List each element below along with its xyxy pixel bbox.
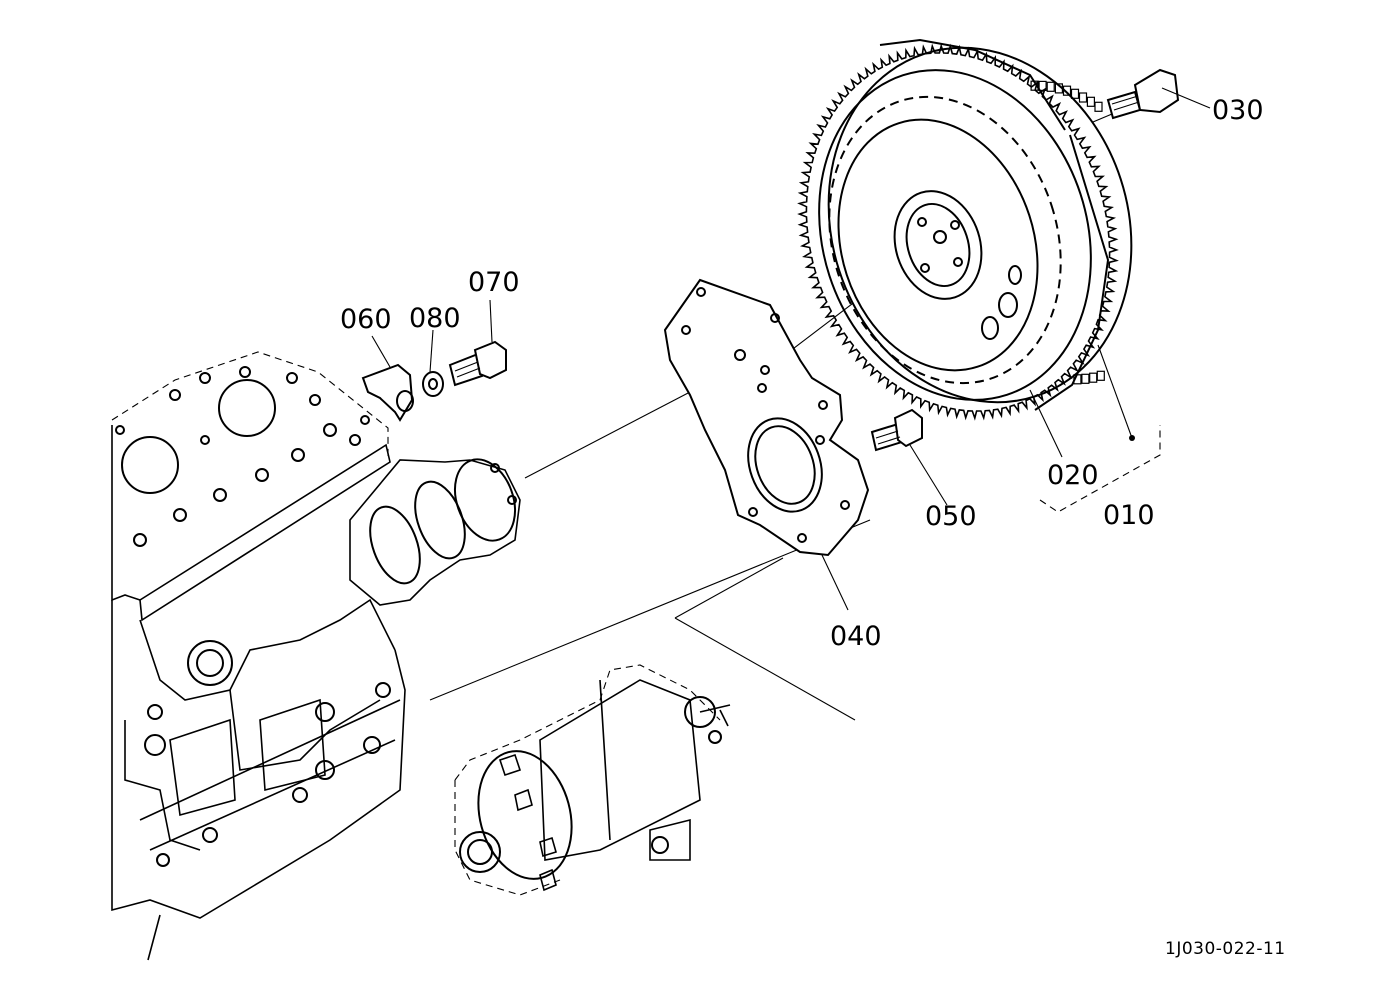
- figure-code: 1J030-022-11: [1165, 939, 1286, 959]
- callout-050: 050: [925, 501, 977, 532]
- leader-lines: [821, 389, 1161, 611]
- bolt-030: [1106, 68, 1211, 120]
- gear-slot: [1038, 80, 1047, 92]
- callout-040: 040: [830, 621, 882, 652]
- bracket-060: [361, 335, 414, 422]
- gear-slot: [1030, 80, 1039, 91]
- flywheel-010: [818, 38, 1135, 441]
- gear-slot: [1073, 374, 1082, 385]
- callout-080: 080: [409, 303, 461, 334]
- gear-slot: [1086, 96, 1096, 107]
- callout-030: 030: [1212, 95, 1264, 126]
- callout-070: 070: [468, 267, 520, 298]
- gear-slot: [1089, 372, 1098, 383]
- gear-slot: [1046, 81, 1055, 92]
- gear-slot: [1078, 92, 1088, 103]
- engine-block: [111, 351, 521, 961]
- washer-080: [422, 329, 444, 397]
- callout-020: 020: [1047, 460, 1099, 491]
- ring-gear-020: [797, 43, 1119, 421]
- gear-slot: [1070, 88, 1080, 99]
- gear-slot: [1062, 85, 1072, 96]
- callout-labels: 010 020 030 040 050 060 070 080: [340, 95, 1264, 652]
- bolt-050: [870, 408, 948, 506]
- back-plate-040: [663, 278, 870, 557]
- ring-gear-teeth: [797, 43, 1119, 421]
- bolt-070: [448, 299, 507, 387]
- starter-motor: [454, 664, 731, 896]
- gear-slot: [1081, 373, 1090, 384]
- gear-slot: [1096, 370, 1105, 381]
- callout-010: 010: [1103, 500, 1155, 531]
- gear-slot: [1094, 101, 1103, 112]
- callout-060: 060: [340, 304, 392, 335]
- gear-slot: [1054, 83, 1064, 94]
